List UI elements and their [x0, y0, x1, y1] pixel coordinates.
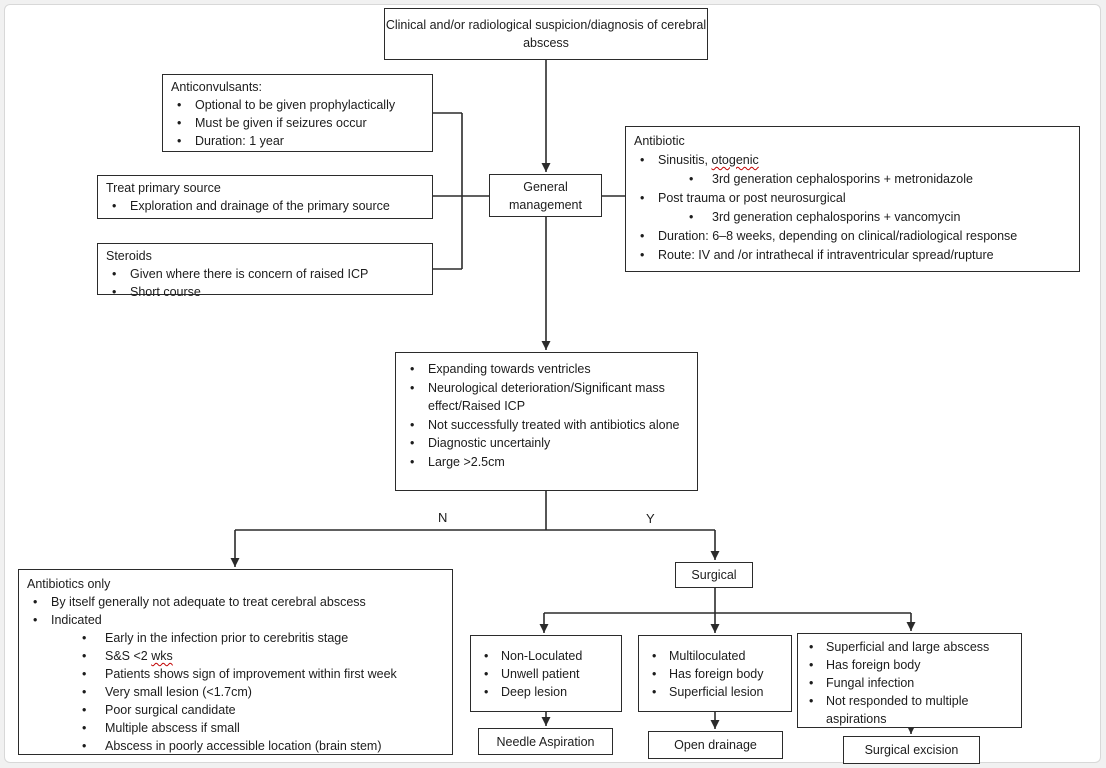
bullet-text: Sinusitis, [658, 153, 712, 167]
sub-bullet-item: Patients shows sign of improvement withi… [19, 665, 452, 683]
bullet-item: Duration: 6–8 weeks, depending on clinic… [626, 227, 1079, 246]
bullet-item: Route: IV and /or intrathecal if intrave… [626, 246, 1079, 265]
node-steroids: Steroids Given where there is concern of… [97, 243, 433, 301]
bullet-item: Has foreign body [798, 656, 1021, 674]
bullet-item: Large >2.5cm [396, 453, 697, 472]
node-title: Antibiotic [634, 134, 685, 148]
bullet-item: Exploration and drainage of the primary … [98, 197, 432, 215]
node-general-management: General management [489, 174, 602, 217]
bullet-item: By itself generally not adequate to trea… [19, 593, 452, 611]
bullet-item: Has foreign body [639, 665, 791, 683]
node-open-drainage: Open drainage [648, 731, 783, 759]
sub-bullet-item: Poor surgical candidate [19, 701, 452, 719]
bullet-item: Given where there is concern of raised I… [98, 265, 432, 283]
node-title: Anticonvulsants: [171, 80, 263, 94]
bullet-item: Non-Loculated [471, 647, 621, 665]
bullet-item-continuation: aspirations [826, 712, 887, 726]
sub-bullet-item: Abscess in poorly accessible location (b… [19, 737, 452, 755]
bullet-item: Fungal infection [798, 674, 1021, 692]
branch-label-yes: Y [646, 511, 655, 526]
sub-bullet-item: 3rd generation cephalosporins + metronid… [626, 170, 1079, 189]
sub-bullet-item: S&S <2 wks [19, 647, 452, 665]
bullet-item: Diagnostic uncertainly [396, 434, 697, 453]
node-antibiotic: Antibiotic Sinusitis, otogenic 3rd gener… [625, 126, 1080, 272]
bullet-item: Not successfully treated with antibiotic… [396, 416, 697, 435]
sub-bullet-item: 3rd generation cephalosporins + vancomyc… [626, 208, 1079, 227]
node-title: Treat primary source [106, 181, 221, 195]
node-title: Antibiotics only [27, 577, 111, 591]
bullet-item: Unwell patient [471, 665, 621, 683]
misspelled-word: otogenic [711, 153, 759, 167]
bullet-item: Duration: 1 year [163, 132, 432, 150]
bullet-item: Superficial lesion [639, 683, 791, 701]
bullet-text: S&S <2 [105, 649, 152, 663]
bullet-item: Sinusitis, otogenic [626, 151, 1079, 170]
misspelled-word: wks [151, 649, 173, 663]
sub-bullet-item: Early in the infection prior to cerebrit… [19, 629, 452, 647]
bullet-item: Multiloculated [639, 647, 791, 665]
node-multiloculated-criteria: Multiloculated Has foreign body Superfic… [638, 635, 792, 712]
bullet-item: Short course [98, 283, 432, 301]
bullet-item: Superficial and large abscess [798, 638, 1021, 656]
bullet-item: Indicated [19, 611, 452, 629]
bullet-item: Optional to be given prophylactically [163, 96, 432, 114]
bullet-item: Neurological deterioration/Significant m… [396, 379, 697, 416]
node-antibiotics-only: Antibiotics only By itself generally not… [18, 569, 453, 755]
node-suspicion-diagnosis: Clinical and/or radiological suspicion/d… [384, 8, 708, 60]
node-needle-aspiration: Needle Aspiration [478, 728, 613, 755]
bullet-item: Must be given if seizures occur [163, 114, 432, 132]
bullet-item: Expanding towards ventricles [396, 360, 697, 379]
node-anticonvulsants: Anticonvulsants: Optional to be given pr… [162, 74, 433, 152]
node-superficial-criteria: Superficial and large abscess Has foreig… [797, 633, 1022, 728]
node-surgical-excision: Surgical excision [843, 736, 980, 764]
sub-bullet-item: Very small lesion (<1.7cm) [19, 683, 452, 701]
node-surgery-criteria: Expanding towards ventricles Neurologica… [395, 352, 698, 491]
node-non-loculated-criteria: Non-Loculated Unwell patient Deep lesion [470, 635, 622, 712]
node-surgical: Surgical [675, 562, 753, 588]
node-title: Steroids [106, 249, 152, 263]
node-treat-primary-source: Treat primary source Exploration and dra… [97, 175, 433, 219]
bullet-item: Deep lesion [471, 683, 621, 701]
bullet-item: Post trauma or post neurosurgical [626, 189, 1079, 208]
bullet-item: Not responded to multiple [798, 692, 1021, 710]
branch-label-no: N [438, 510, 448, 525]
sub-bullet-item: Multiple abscess if small [19, 719, 452, 737]
